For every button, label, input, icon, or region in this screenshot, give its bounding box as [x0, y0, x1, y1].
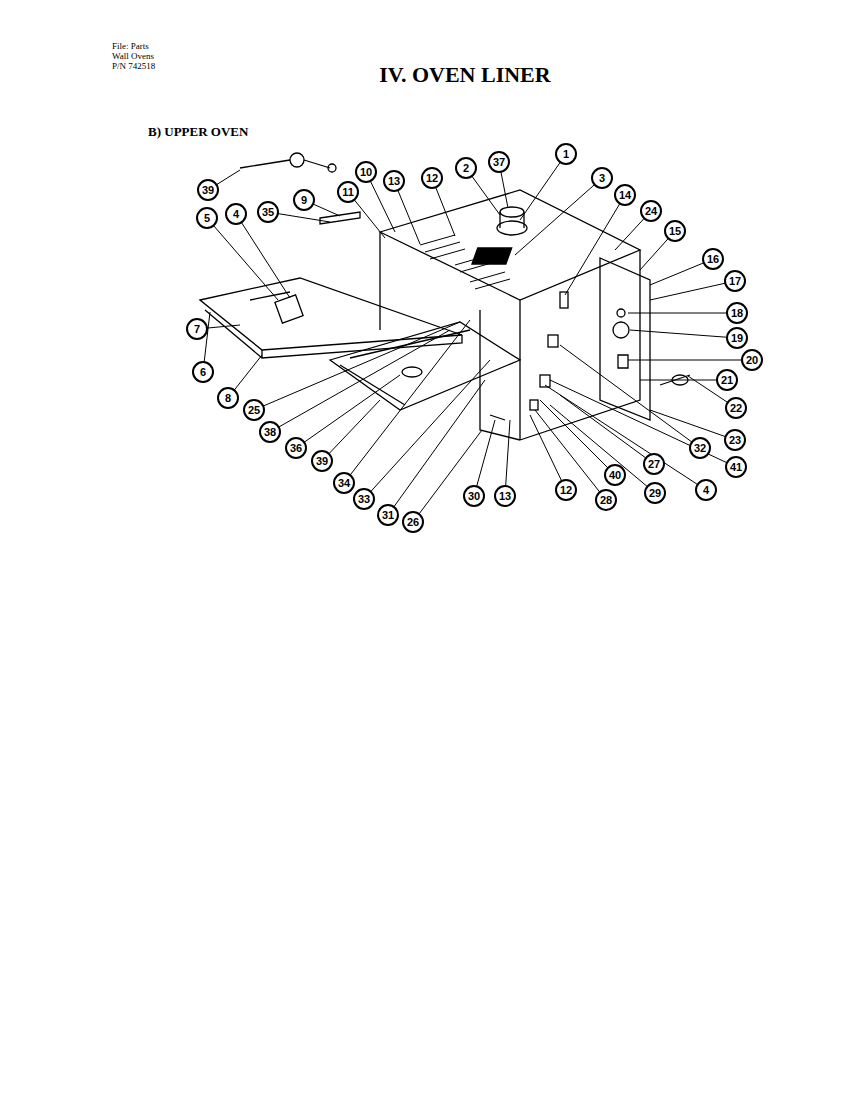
leader-line [530, 415, 566, 490]
leader-line [520, 154, 566, 220]
callout-number: 12 [421, 167, 443, 189]
leader-line [535, 410, 606, 500]
callout-number: 15 [664, 220, 686, 242]
leader-line [628, 360, 752, 361]
leader-line [650, 281, 735, 300]
leader-line [550, 380, 736, 467]
callout-number: 7 [186, 318, 208, 340]
callout-number: 18 [726, 302, 748, 324]
leader-line [560, 345, 700, 448]
callout-number: 6 [192, 361, 214, 383]
section-heading: B) UPPER OVEN [148, 124, 248, 140]
callout-number: 30 [463, 485, 485, 507]
callout-number: 32 [689, 437, 711, 459]
callout-number: 38 [259, 421, 281, 443]
callout-number: 10 [355, 161, 377, 183]
callout-number: 26 [402, 511, 424, 533]
callout-number: 24 [640, 200, 662, 222]
callout-number: 2 [455, 157, 477, 179]
page-title: IV. OVEN LINER [379, 62, 550, 88]
callout-number: 39 [311, 450, 333, 472]
callout-number: 19 [726, 327, 748, 349]
leader-line [207, 218, 278, 300]
callout-number: 31 [377, 504, 399, 526]
leader-line [270, 330, 450, 432]
callout-number: 4 [695, 479, 717, 501]
callout-number: 17 [724, 270, 746, 292]
callout-number: 25 [243, 399, 265, 421]
callout-number: 40 [604, 464, 626, 486]
callout-number: 22 [725, 397, 747, 419]
callout-number: 11 [337, 181, 359, 203]
leader-line [630, 330, 737, 338]
file-note: P/N 742518 [112, 61, 155, 71]
callout-number: 36 [285, 437, 307, 459]
leader-line [254, 322, 460, 410]
leader-line [565, 195, 625, 295]
callout-number: 5 [196, 207, 218, 229]
callout-number: 29 [644, 482, 666, 504]
callout-number: 9 [293, 189, 315, 211]
callout-number: 23 [724, 429, 746, 451]
callout-number: 13 [494, 485, 516, 507]
leader-line [650, 410, 735, 440]
callout-number: 16 [702, 248, 724, 270]
callout-number: 33 [353, 488, 375, 510]
file-note: Wall Ovens [112, 51, 154, 61]
leader-line [628, 313, 737, 314]
leader-line [560, 395, 654, 464]
callout-number: 1 [555, 143, 577, 165]
callout-number: 14 [614, 184, 636, 206]
callout-number: 28 [595, 489, 617, 511]
callout-number: 12 [555, 479, 577, 501]
callout-number: 21 [716, 369, 738, 391]
callout-number: 41 [725, 456, 747, 478]
callout-number: 34 [333, 472, 355, 494]
callout-number: 35 [257, 201, 279, 223]
leader-line [388, 380, 485, 515]
leader-line [545, 385, 706, 490]
callout-number: 20 [741, 349, 763, 371]
callout-number: 4 [225, 203, 247, 225]
leader-line [364, 360, 490, 499]
callout-number: 13 [383, 170, 405, 192]
leader-line [236, 214, 290, 298]
leader-line [296, 375, 400, 448]
leader-line [413, 430, 482, 522]
leader-line [515, 178, 602, 255]
callout-number: 8 [217, 387, 239, 409]
callout-number: 27 [643, 453, 665, 475]
callout-number: 3 [591, 167, 613, 189]
file-note: File: Parts [112, 41, 149, 51]
leader-line [640, 380, 727, 381]
callout-number: 39 [197, 179, 219, 201]
callout-number: 37 [488, 151, 510, 173]
